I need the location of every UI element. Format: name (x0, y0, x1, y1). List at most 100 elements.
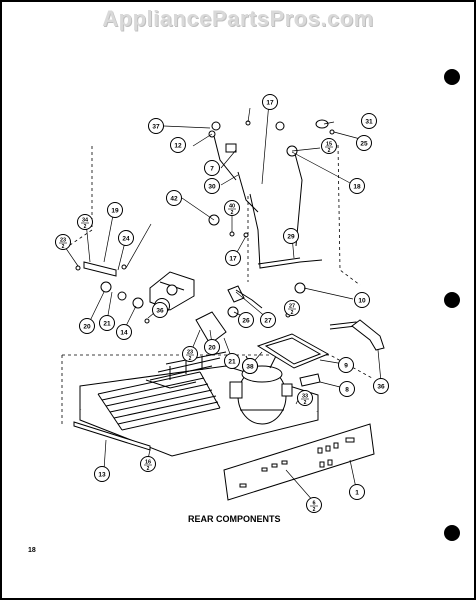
callout-number: 17 (266, 100, 274, 107)
callout-balloon (260, 312, 276, 328)
callout-balloon (283, 228, 299, 244)
callout-number: 13 (98, 472, 106, 479)
callout-fraction-denominator: 2 (304, 400, 307, 406)
diagram-caption: REAR COMPONENTS (188, 514, 281, 524)
callout-fraction-denominator: 2 (231, 210, 234, 216)
callout-balloon (77, 214, 93, 230)
callout-balloon (170, 137, 186, 153)
callout-c18: 18 (349, 178, 365, 194)
callout-c10: 10 (354, 292, 370, 308)
callout-number: 16 (145, 460, 151, 466)
callout-balloon (356, 135, 372, 151)
callout-fraction-denominator: 2 (189, 356, 192, 362)
callout-number: 21 (103, 321, 111, 328)
callout-c7: 7 (204, 160, 220, 176)
callout-number: 23 (60, 238, 66, 244)
callout-c38: 38 (242, 358, 258, 374)
callout-number: 17 (229, 256, 237, 263)
callout-c23b: 232 (182, 346, 198, 362)
callout-number: 26 (242, 318, 250, 325)
callout-group: 1627891012131415216217171819202021212322… (55, 94, 389, 513)
callout-balloon (94, 466, 110, 482)
callout-balloon (116, 324, 132, 340)
callout-balloon (99, 315, 115, 331)
callout-number: 19 (111, 208, 119, 215)
cabinet-outline (61, 144, 373, 424)
callout-c23: 232 (55, 234, 71, 250)
callout-balloon (55, 234, 71, 250)
callout-number: 7 (210, 166, 214, 173)
callout-number: 20 (208, 345, 216, 352)
callout-c36b: 36 (152, 302, 168, 318)
callout-number: 31 (365, 119, 373, 126)
callout-number: 36 (377, 384, 385, 391)
binder-hole (444, 292, 460, 308)
callout-c30: 30 (204, 178, 220, 194)
callout-c31: 31 (361, 113, 377, 129)
callout-c20b: 20 (204, 339, 220, 355)
callout-c26: 26 (238, 312, 254, 328)
callout-number: 18 (353, 184, 361, 191)
page-number: 18 (28, 547, 36, 554)
callout-number: 36 (156, 308, 164, 315)
callout-number: 6 (312, 501, 315, 507)
callout-number: 14 (120, 330, 128, 337)
callout-balloon (238, 312, 254, 328)
callout-number: 38 (246, 364, 254, 371)
callout-balloon (262, 94, 278, 110)
callout-fraction-denominator: 2 (62, 244, 65, 250)
callout-balloon (338, 357, 354, 373)
callout-number: 34 (82, 218, 89, 224)
callout-balloon (306, 497, 322, 513)
callout-fraction-denominator: 2 (328, 148, 331, 154)
callout-balloon (140, 456, 156, 472)
callout-c20: 20 (79, 318, 95, 334)
callout-number: 30 (208, 184, 216, 191)
callout-balloon (204, 339, 220, 355)
callout-fraction-denominator: 2 (147, 466, 150, 472)
callout-c27b: 272 (284, 300, 300, 316)
callout-number: 27 (264, 318, 272, 325)
callout-balloon (204, 178, 220, 194)
callout-c25: 25 (356, 135, 372, 151)
callout-c16: 162 (140, 456, 156, 472)
drain-pan (256, 333, 330, 387)
callout-number: 24 (122, 236, 130, 243)
callout-c15: 152 (321, 138, 337, 154)
callout-c27: 27 (260, 312, 276, 328)
callout-balloon (349, 178, 365, 194)
callout-balloon (166, 190, 182, 206)
callout-number: 21 (228, 359, 236, 366)
callout-number: 23 (187, 350, 193, 356)
callout-balloon (152, 302, 168, 318)
callout-c33: 332 (297, 390, 313, 406)
callout-number: 12 (174, 143, 182, 150)
callout-number: 29 (287, 234, 295, 241)
callout-c9: 9 (338, 357, 354, 373)
callout-c34: 342 (77, 214, 93, 230)
callout-number: 10 (358, 298, 366, 305)
callout-c24: 24 (118, 230, 134, 246)
callout-number: 33 (302, 394, 308, 400)
callout-c29: 29 (283, 228, 299, 244)
tubing (145, 135, 379, 389)
callout-c6: 62 (306, 497, 322, 513)
callout-c42: 42 (166, 190, 182, 206)
callout-balloon (339, 381, 355, 397)
callout-number: 40 (229, 204, 235, 210)
callout-number: 42 (170, 196, 178, 203)
callout-number: 37 (152, 124, 160, 131)
callout-balloon (118, 230, 134, 246)
callout-c1: 1 (349, 484, 365, 500)
callout-c14: 14 (116, 324, 132, 340)
callout-balloon (107, 202, 123, 218)
callout-balloon (321, 138, 337, 154)
callout-number: 15 (326, 142, 332, 148)
callout-c21b: 21 (224, 353, 240, 369)
callout-balloon (79, 318, 95, 334)
callout-fraction-denominator: 2 (84, 224, 87, 230)
callout-number: 20 (83, 324, 91, 331)
callout-balloon (284, 300, 300, 316)
